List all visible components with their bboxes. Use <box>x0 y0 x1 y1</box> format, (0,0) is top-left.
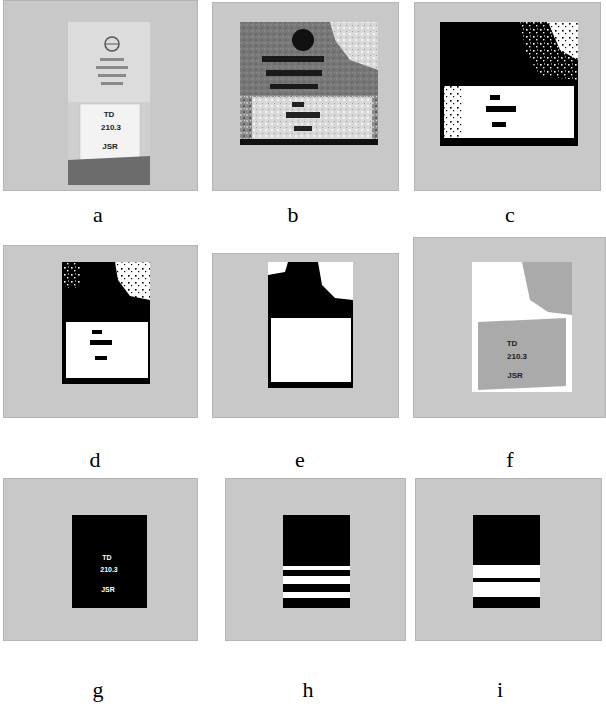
image-panel: c <box>414 2 601 191</box>
panel-label: d <box>90 449 101 471</box>
edge-image <box>240 22 378 145</box>
image-panel: i <box>415 478 602 641</box>
panel-ground <box>4 1 606 641</box>
panel-label: g <box>93 679 104 701</box>
sign-photo <box>68 22 150 185</box>
sign-text: JSR <box>102 143 118 151</box>
panel-label: b <box>288 204 299 226</box>
line-mask <box>283 515 350 608</box>
sign-text: TD <box>104 111 115 119</box>
image-panel: f <box>413 237 606 418</box>
sign-text: JSR <box>507 372 523 380</box>
image-panel: g <box>3 478 198 641</box>
binary-image <box>440 22 578 146</box>
sign-text: 210.3 <box>100 566 118 573</box>
sign-text: 210.3 <box>101 124 121 132</box>
panel-label: a <box>93 204 103 226</box>
sign-text: 210.3 <box>507 353 527 361</box>
image-panel: h <box>225 478 406 641</box>
sign-text: TD <box>507 340 518 348</box>
region-image <box>472 262 572 392</box>
panel-label: f <box>506 449 513 471</box>
panel-label: c <box>505 204 515 226</box>
image-panel: b <box>212 2 399 191</box>
text-mask <box>72 515 147 608</box>
image-panel: a <box>3 0 198 191</box>
binary-image <box>268 262 353 388</box>
panel-label: i <box>497 679 503 701</box>
sign-text: TD <box>102 554 111 561</box>
binary-image <box>62 262 150 384</box>
image-panel: e <box>212 253 399 418</box>
line-mask <box>473 515 540 608</box>
panel-label: h <box>303 679 314 701</box>
image-panel: d <box>3 245 198 418</box>
panel-label: e <box>295 449 305 471</box>
sign-text: JSR <box>101 586 115 593</box>
